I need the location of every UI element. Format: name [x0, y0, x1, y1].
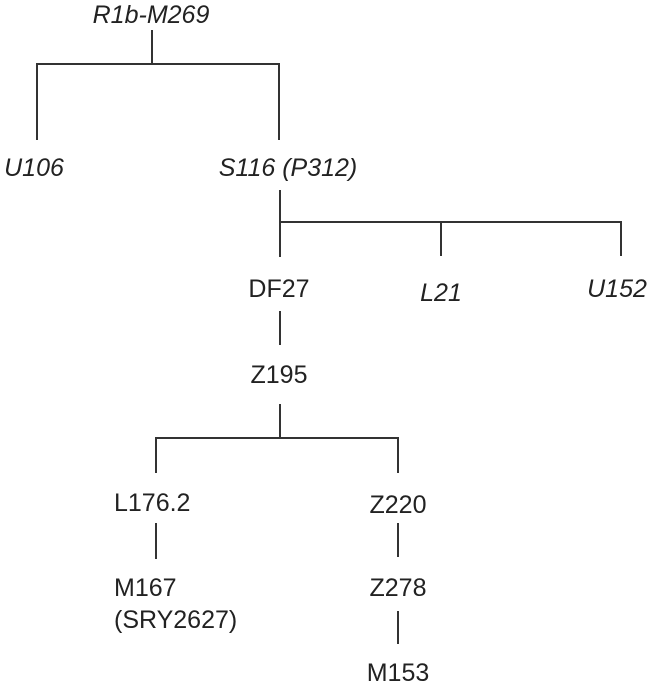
edge-s116-bar	[279, 221, 621, 223]
edge-df27-z195	[279, 311, 281, 345]
node-df27: DF27	[248, 275, 310, 303]
edge-s116-stem	[279, 190, 281, 257]
edge-root-stem	[151, 30, 153, 63]
node-u152: U152	[587, 275, 647, 303]
edge-z220-z278	[397, 523, 399, 557]
node-z220: Z220	[369, 491, 427, 519]
edge-z278-m153	[397, 611, 399, 644]
node-l176-2: L176.2	[114, 489, 191, 517]
edge-z195-stem	[279, 404, 281, 438]
edge-root-s116	[278, 63, 280, 140]
node-r1b-m269: R1b-M269	[92, 1, 210, 29]
edge-z195-z220	[397, 437, 399, 473]
node-u106: U106	[4, 154, 64, 182]
edge-s116-l21	[440, 221, 442, 256]
edge-root-u106	[36, 63, 38, 140]
node-m153: M153	[366, 659, 430, 685]
node-m167-sry2627: (SRY2627)	[114, 606, 238, 634]
edge-root-bar	[36, 63, 279, 65]
edge-l176-m167	[155, 523, 157, 559]
edge-z195-l176	[155, 437, 157, 473]
node-l21: L21	[420, 279, 462, 307]
edge-z195-bar	[155, 437, 398, 439]
edge-s116-u152	[620, 221, 622, 256]
node-z195: Z195	[250, 361, 308, 389]
node-z278: Z278	[369, 574, 427, 602]
node-m167: M167	[114, 574, 177, 602]
node-s116-p312: S116 (P312)	[218, 154, 358, 182]
